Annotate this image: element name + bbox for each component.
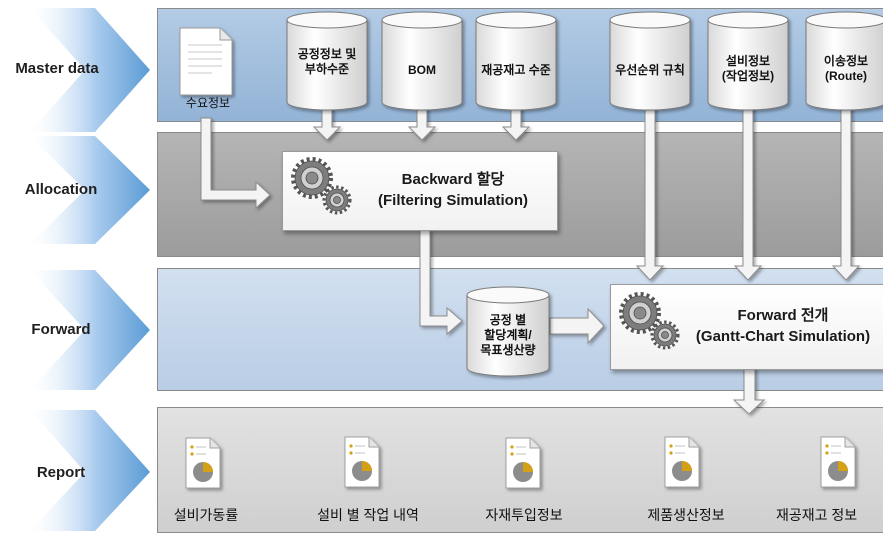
cylinder-bom	[381, 11, 463, 111]
cylinder-label-route: 이송정보(Route)	[823, 54, 869, 83]
report-label-wip: 재공재고 정보	[776, 507, 858, 523]
report-label-production: 제품생산정보	[647, 507, 725, 523]
cylinder-equipment-info	[707, 11, 789, 111]
document-icon	[179, 27, 233, 96]
cylinder-priority-rule	[609, 11, 691, 111]
arrow-plan-to-forward	[549, 307, 605, 345]
stage-label-report: Report	[36, 464, 86, 481]
cylinder-plan-store	[466, 286, 550, 377]
cylinder-label-equipment: 설비정보(작업정보)	[721, 54, 775, 83]
backward-allocation-box: Backward 할당 (Filtering Simulation)	[282, 151, 558, 231]
cylinder-label-bom: BOM	[408, 63, 436, 77]
stage-label-forward: Forward	[31, 321, 91, 338]
report-label-utilization: 설비가동률	[173, 507, 239, 523]
stage-label-allocation: Allocation	[24, 181, 98, 198]
cylinder-label-wip: 재공재고 수준	[481, 63, 551, 77]
chevron-forward	[30, 270, 150, 390]
gears-icon	[619, 292, 680, 350]
report-icon-material	[505, 437, 541, 489]
report-icon-production	[664, 436, 700, 488]
cylinder-wip-level	[475, 11, 557, 111]
cylinder-process-info	[286, 11, 368, 111]
report-label-material: 자재투입정보	[485, 507, 563, 523]
chevron-master	[30, 8, 150, 132]
report-icon-wip	[820, 436, 856, 488]
document-label-demand: 수요정보	[185, 96, 231, 110]
cylinder-label-priority: 우선순위 규칙	[615, 63, 685, 77]
arrow-priority-to-forward	[635, 104, 665, 281]
stage-chevrons	[30, 8, 150, 531]
report-label-equipment-jobs: 설비 별 작업 내역	[317, 507, 419, 523]
gears-icon	[291, 157, 352, 215]
chevron-report	[30, 410, 150, 531]
report-icon-equipment-jobs	[344, 436, 380, 488]
arrow-equipment-to-forward	[733, 104, 763, 281]
forward-box-title: Forward 전개 (Gantt-Chart Simulation)	[695, 307, 871, 345]
arrow-route-to-forward	[831, 104, 861, 281]
report-icon-utilization	[185, 437, 221, 489]
chevron-allocation	[30, 136, 150, 244]
forward-simulation-box: Forward 전개 (Gantt-Chart Simulation)	[610, 284, 883, 370]
backward-box-title: Backward 할당 (Filtering Simulation)	[378, 171, 528, 209]
arrow-demand-to-backward	[200, 117, 271, 210]
stage-label-master: Master data	[15, 60, 99, 77]
cylinder-route-info	[805, 11, 883, 111]
arrow-forward-to-report	[732, 367, 766, 415]
arrow-backward-to-plan	[419, 229, 463, 336]
